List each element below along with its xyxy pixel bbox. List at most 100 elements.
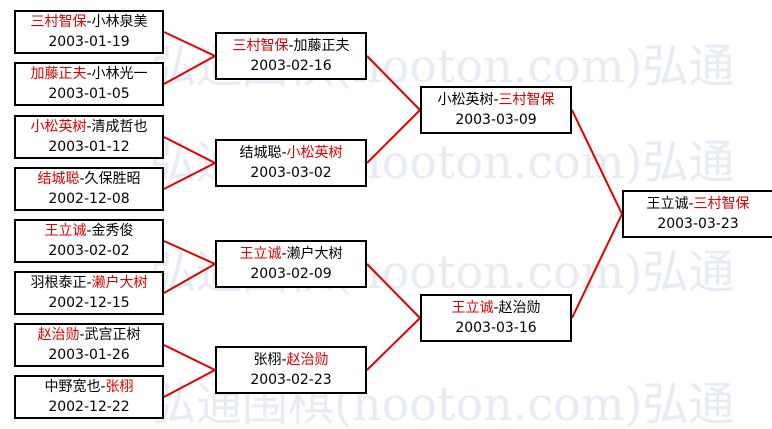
player-b: 赵治勋: [286, 352, 329, 368]
match-box-round1-6: 羽根泰正-濑户大树 2002-12-15: [14, 271, 164, 315]
player-b: 武宫正树: [84, 327, 141, 343]
match-players: 王立诚-三村智保: [624, 194, 772, 214]
player-a: 小松英树: [30, 119, 87, 135]
player-b: 张栩: [105, 379, 134, 395]
player-b: 濑户大树: [286, 246, 343, 262]
player-separator: -: [288, 38, 294, 54]
match-players: 结城聪-小松英树: [217, 143, 365, 163]
match-date: 2003-03-16: [455, 320, 537, 336]
player-b: 小林泉美: [91, 14, 148, 30]
match-date: 2003-03-23: [657, 216, 739, 232]
match-date: 2003-01-26: [48, 347, 130, 363]
player-separator: -: [281, 352, 287, 368]
player-b: 加藤正夫: [293, 38, 350, 54]
player-a: 王立诚: [44, 223, 87, 239]
player-a: 中野宽也: [44, 379, 101, 395]
connector-round1-2: [163, 55, 216, 85]
match-players: 羽根泰正-濑户大树: [16, 273, 162, 293]
player-separator: -: [79, 327, 85, 343]
player-a: 王立诚: [239, 246, 282, 262]
match-date: 2002-12-22: [48, 399, 130, 415]
match-players: 三村智保-加藤正夫: [217, 36, 365, 56]
player-b: 清成哲也: [91, 119, 148, 135]
connector-round2-4: [366, 317, 421, 371]
player-a: 王立诚: [451, 300, 494, 316]
player-b: 金秀俊: [91, 223, 134, 239]
player-b: 赵治勋: [498, 300, 541, 316]
match-date: 2003-03-02: [250, 165, 332, 181]
player-a: 加藤正夫: [30, 66, 87, 82]
player-a: 羽根泰正: [30, 275, 87, 291]
match-date: 2003-01-12: [48, 139, 130, 155]
match-date: 2003-02-02: [48, 243, 130, 259]
player-separator: -: [281, 246, 287, 262]
player-b: 小松英树: [286, 145, 343, 161]
match-players: 中野宽也-张栩: [16, 377, 162, 397]
match-date: 2002-12-08: [48, 191, 130, 207]
match-box-round1-8: 中野宽也-张栩 2002-12-22: [14, 375, 164, 419]
match-date: 2003-01-05: [48, 86, 130, 102]
player-b: 三村智保: [498, 92, 555, 108]
connector-round3-2: [571, 213, 623, 319]
player-a: 三村智保: [232, 38, 289, 54]
match-box-round2-4: 张栩-赵治勋 2003-02-23: [215, 346, 367, 394]
match-players: 小松英树-清成哲也: [16, 117, 162, 137]
player-separator: -: [688, 196, 694, 212]
match-box-round3-2: 王立诚-赵治勋 2003-03-16: [420, 294, 572, 342]
match-players: 王立诚-赵治勋: [422, 298, 570, 318]
match-box-round1-3: 小松英树-清成哲也 2003-01-12: [14, 115, 164, 159]
match-date: 2003-02-09: [250, 266, 332, 282]
match-box-round1-1: 三村智保-小林泉美 2003-01-19: [14, 10, 164, 54]
connector-round1-4: [163, 162, 216, 190]
player-b: 濑户大树: [91, 275, 148, 291]
player-a: 赵治勋: [37, 327, 80, 343]
match-box-round1-5: 王立诚-金秀俊 2003-02-02: [14, 219, 164, 263]
player-a: 王立诚: [646, 196, 689, 212]
match-box-round2-3: 王立诚-濑户大树 2003-02-09: [215, 240, 367, 288]
match-players: 张栩-赵治勋: [217, 350, 365, 370]
player-separator: -: [79, 171, 85, 187]
match-players: 王立诚-金秀俊: [16, 221, 162, 241]
match-date: 2002-12-15: [48, 295, 130, 311]
match-players: 加藤正夫-小林光一: [16, 64, 162, 84]
player-separator: -: [281, 145, 287, 161]
match-box-round2-2: 结城聪-小松英树 2003-03-02: [215, 139, 367, 187]
match-players: 三村智保-小林泉美: [16, 12, 162, 32]
match-players: 王立诚-濑户大树: [217, 244, 365, 264]
match-players: 结城聪-久保胜昭: [16, 169, 162, 189]
connector-round1-1: [163, 31, 216, 57]
connector-round1-3: [163, 136, 216, 164]
match-box-round1-4: 结城聪-久保胜昭 2002-12-08: [14, 167, 164, 211]
player-separator: -: [86, 223, 92, 239]
connector-round1-6: [163, 263, 216, 294]
match-box-round1-2: 加藤正夫-小林光一 2003-01-05: [14, 62, 164, 106]
player-separator: -: [493, 300, 499, 316]
player-separator: -: [100, 379, 106, 395]
player-a: 结城聪: [239, 145, 282, 161]
player-separator: -: [86, 275, 92, 291]
player-separator: -: [86, 119, 92, 135]
connector-round3-1: [571, 109, 623, 215]
player-separator: -: [86, 14, 92, 30]
player-separator: -: [86, 66, 92, 82]
connector-round2-1: [366, 55, 421, 111]
player-separator: -: [493, 92, 499, 108]
match-date: 2003-03-09: [455, 112, 537, 128]
player-a: 张栩: [253, 352, 282, 368]
match-box-final-1: 王立诚-三村智保 2003-03-23: [622, 190, 772, 238]
connector-round1-7: [163, 344, 216, 371]
player-b: 小林光一: [91, 66, 148, 82]
player-a: 三村智保: [30, 14, 87, 30]
match-box-round1-7: 赵治勋-武宫正树 2003-01-26: [14, 323, 164, 367]
match-players: 赵治勋-武宫正树: [16, 325, 162, 345]
connector-round1-5: [163, 240, 216, 265]
connector-round2-3: [366, 263, 421, 319]
connector-round1-8: [163, 369, 216, 398]
match-date: 2003-01-19: [48, 34, 130, 50]
match-date: 2003-02-23: [250, 372, 332, 388]
player-b: 三村智保: [693, 196, 750, 212]
